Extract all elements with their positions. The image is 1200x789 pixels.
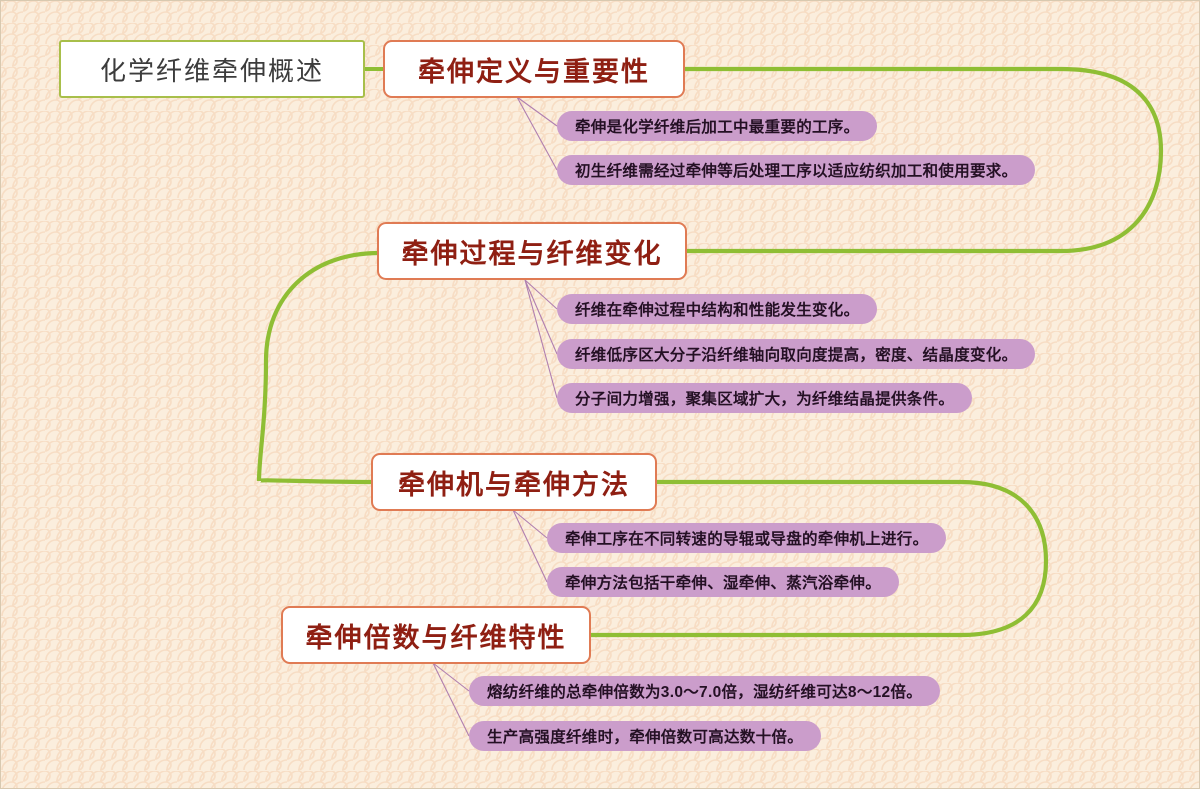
branch-node-2[interactable]: 牵伸过程与纤维变化 — [377, 222, 687, 280]
leaf-node-4-1[interactable]: 熔纺纤维的总牵伸倍数为3.0～7.0倍，湿纺纤维可达8～12倍。 — [469, 676, 941, 706]
leaf-node-2-1-text: 纤维在牵伸过程中结构和性能发生变化。 — [575, 302, 860, 319]
leaf-node-2-2[interactable]: 纤维低序区大分子沿纤维轴向取向度提高，密度、结晶度变化。 — [557, 339, 1036, 369]
leaf-node-1-2-text: 初生纤维需经过牵伸等后处理工序以适应纺织加工和使用要求。 — [575, 163, 1018, 180]
leaf-node-1-2[interactable]: 初生纤维需经过牵伸等后处理工序以适应纺织加工和使用要求。 — [557, 155, 1036, 185]
leaf-node-4-2[interactable]: 生产高强度纤维时，牵伸倍数可高达数十倍。 — [469, 721, 822, 751]
branch-node-3[interactable]: 牵伸机与牵伸方法 — [371, 453, 657, 511]
leaf-node-4-2-text: 生产高强度纤维时，牵伸倍数可高达数十倍。 — [487, 729, 804, 746]
leaf-node-2-2-text: 纤维低序区大分子沿纤维轴向取向度提高，密度、结晶度变化。 — [575, 347, 1018, 364]
leaf-node-2-1[interactable]: 纤维在牵伸过程中结构和性能发生变化。 — [557, 294, 878, 324]
root-node-label: 化学纤维牵伸概述 — [99, 56, 324, 86]
leaf-node-2-3[interactable]: 分子间力增强，聚集区域扩大，为纤维结晶提供条件。 — [557, 383, 973, 413]
branch-node-2-label: 牵伸过程与纤维变化 — [401, 238, 663, 269]
leaf-node-3-1-text: 牵伸工序在不同转速的导辊或导盘的牵伸机上进行。 — [565, 531, 929, 548]
leaf-node-4-1-text: 熔纺纤维的总牵伸倍数为3.0～7.0倍，湿纺纤维可达8～12倍。 — [487, 684, 923, 701]
leaf-node-3-2-text: 牵伸方法包括干牵伸、湿牵伸、蒸汽浴牵伸。 — [565, 575, 882, 592]
root-node[interactable]: 化学纤维牵伸概述 — [59, 40, 365, 98]
branch-node-3-label: 牵伸机与牵伸方法 — [398, 469, 630, 500]
leaf-node-1-1-text: 牵伸是化学纤维后加工中最重要的工序。 — [575, 119, 860, 136]
branch-node-4[interactable]: 牵伸倍数与纤维特性 — [281, 606, 591, 664]
leaf-node-3-1[interactable]: 牵伸工序在不同转速的导辊或导盘的牵伸机上进行。 — [547, 523, 947, 553]
leaf-node-1-1[interactable]: 牵伸是化学纤维后加工中最重要的工序。 — [557, 111, 878, 141]
branch-node-1[interactable]: 牵伸定义与重要性 — [383, 40, 685, 98]
leaf-node-3-2[interactable]: 牵伸方法包括干牵伸、湿牵伸、蒸汽浴牵伸。 — [547, 567, 900, 597]
branch-node-4-label: 牵伸倍数与纤维特性 — [305, 622, 567, 653]
branch-node-1-label: 牵伸定义与重要性 — [418, 56, 650, 87]
leaf-node-2-3-text: 分子间力增强，聚集区域扩大，为纤维结晶提供条件。 — [575, 391, 955, 408]
